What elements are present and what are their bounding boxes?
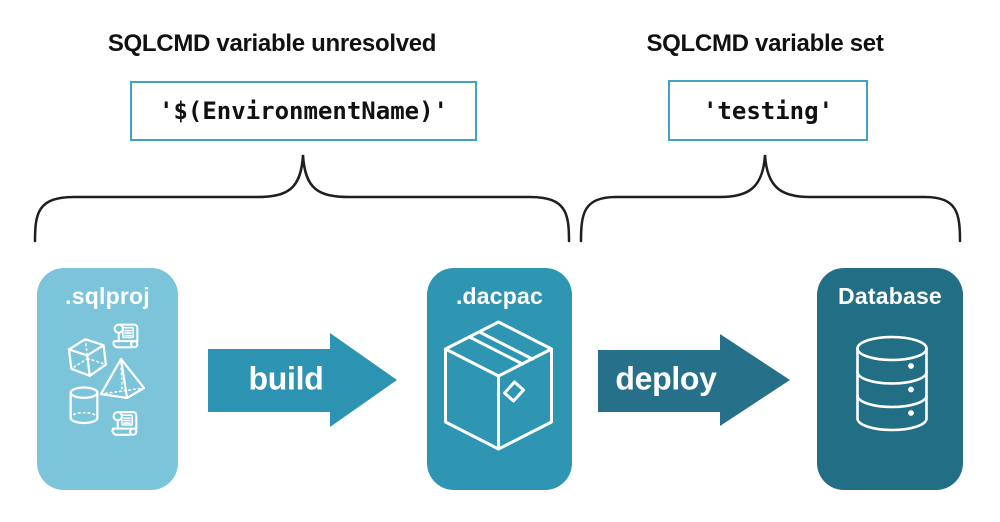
- deploy-arrow-label: deploy: [615, 360, 717, 397]
- sqlproj-card-label: .sqlproj: [65, 283, 150, 309]
- build-arrow-label: build: [248, 360, 324, 397]
- deploy-arrow: [598, 334, 790, 426]
- database-cylinder-icon: [856, 335, 928, 432]
- database-card-label: Database: [838, 283, 942, 309]
- cube-icon: [67, 338, 108, 377]
- code-text-environment-variable: '$(EnvironmentName)': [159, 97, 448, 125]
- package-icon: [444, 320, 553, 451]
- code-box-testing-value: 'testing': [668, 80, 868, 141]
- database-card: Database: [817, 268, 963, 490]
- sqlproj-card: .sqlproj: [37, 268, 178, 490]
- dacpac-card: .dacpac: [427, 268, 572, 490]
- heading-sqlcmd-set: SQLCMD variable set: [646, 30, 884, 57]
- cylinder-icon: [69, 386, 99, 425]
- code-box-environment-variable: '$(EnvironmentName)': [130, 81, 477, 141]
- heading-sqlcmd-unresolved: SQLCMD variable unresolved: [107, 30, 437, 57]
- build-arrow: [208, 333, 397, 427]
- pyramid-icon: [99, 357, 146, 399]
- left-brace: [33, 154, 571, 243]
- scroll-icon: [112, 323, 139, 349]
- code-text-testing-value: 'testing': [702, 96, 834, 125]
- right-brace: [579, 154, 962, 243]
- scroll-icon: [111, 411, 138, 436]
- dacpac-card-label: .dacpac: [455, 283, 544, 309]
